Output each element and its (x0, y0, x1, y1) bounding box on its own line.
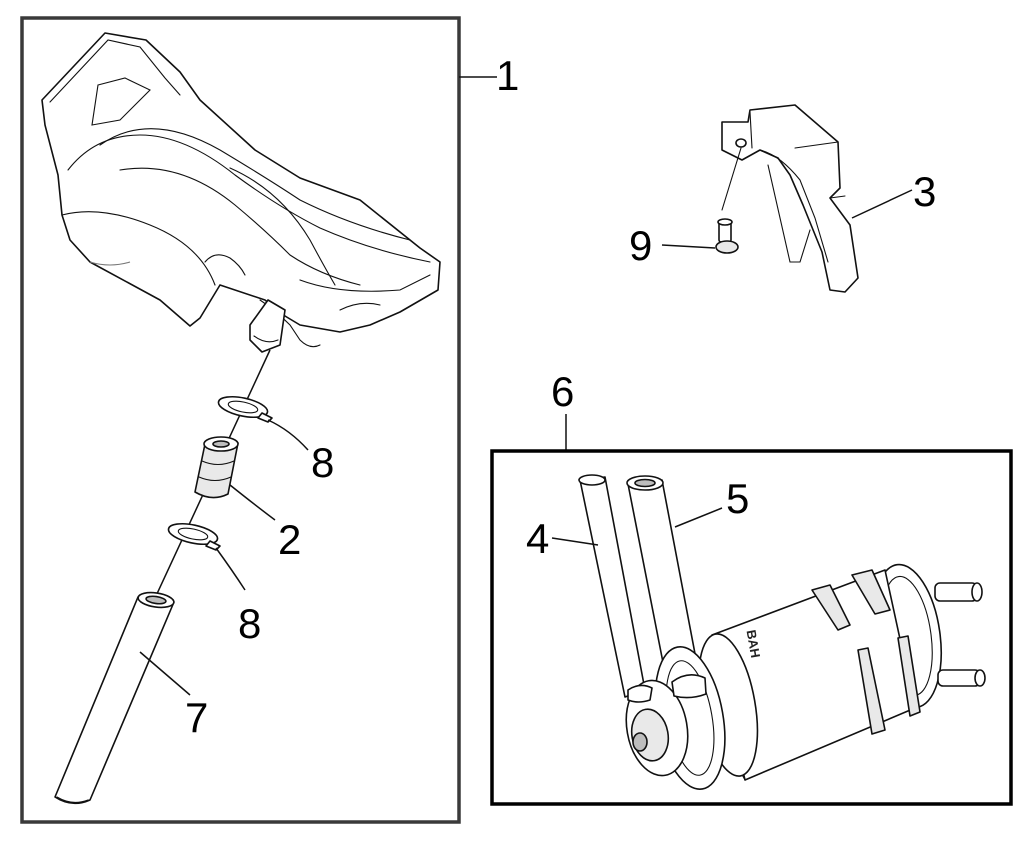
callout-6: 6 (551, 368, 574, 415)
clamp-lower-part (167, 522, 221, 551)
hose-5-part (626, 475, 701, 689)
callout-2: 2 (278, 516, 301, 563)
tray-part (41, 32, 441, 348)
callout-7: 7 (185, 694, 208, 741)
bracket-screw-axis (721, 147, 742, 211)
callout-leader-7 (139, 651, 191, 696)
callout-leader-3 (851, 189, 913, 219)
callout-leader-8-upper (267, 419, 309, 451)
hose-4-part (578, 474, 646, 698)
tray-spout (249, 299, 286, 353)
clamp-upper-part (217, 395, 273, 423)
callout-leader-4 (551, 537, 599, 546)
canister-assembly-frame (490, 449, 1013, 806)
callout-leader-8-lower (215, 547, 246, 591)
callout-leader-9 (661, 244, 716, 249)
callout-1: 1 (496, 52, 519, 99)
callout-3: 3 (913, 168, 936, 215)
callout-leader-5 (674, 507, 723, 528)
callout-4: 4 (526, 515, 549, 562)
bracket-part (721, 104, 859, 293)
callout-8-upper: 8 (311, 439, 334, 486)
canister-brand-label: BAH (744, 629, 764, 659)
tube-part (54, 591, 175, 805)
assembly-frame-left (20, 16, 461, 824)
sleeve-part (194, 436, 239, 499)
callout-9: 9 (629, 222, 652, 269)
canister-part (625, 563, 986, 790)
callout-8-lower: 8 (238, 600, 261, 647)
screw-part (715, 218, 739, 254)
callout-leader-2 (229, 484, 276, 521)
callout-5: 5 (726, 475, 749, 522)
